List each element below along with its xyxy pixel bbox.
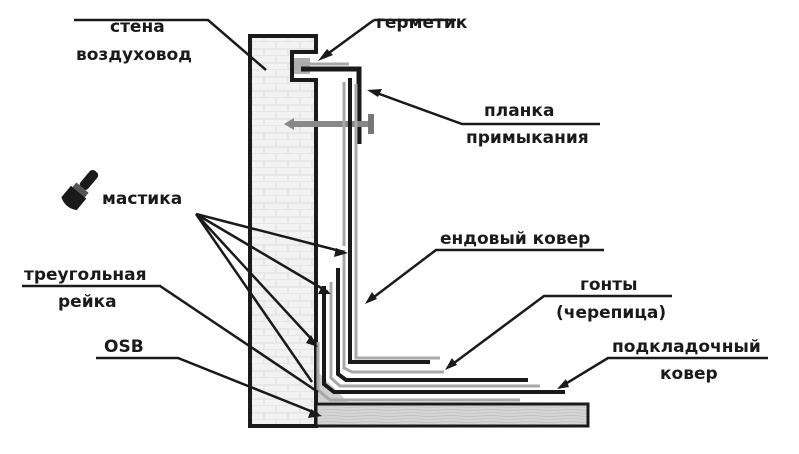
- label-sealant: герметик: [376, 13, 468, 33]
- arrowheads: [306, 49, 569, 418]
- nail: [284, 114, 374, 134]
- arrow-mastic-2: [318, 286, 331, 294]
- leader-strip: [373, 90, 600, 126]
- sealant: [294, 58, 310, 74]
- arrow-mastic-3: [306, 335, 318, 347]
- leader-lines: [22, 18, 768, 416]
- label-underlay-line2: ковер: [660, 364, 718, 384]
- label-wall-line1: стена: [110, 17, 165, 37]
- label-shingles-line1: гонты: [580, 275, 638, 295]
- arrow-sealant: [318, 49, 333, 61]
- label-triangle-line2: рейка: [58, 292, 117, 312]
- leader-osb: [96, 356, 319, 416]
- wall: [248, 34, 318, 428]
- leader-mastic-4: [194, 213, 314, 383]
- arrow-shingles: [445, 358, 457, 370]
- leader-shingles: [449, 294, 672, 368]
- label-strip-line2: примыкания: [466, 128, 589, 148]
- label-underlay-line1: подкладочный: [612, 337, 761, 357]
- label-valley-carpet: ендовый ковер: [440, 229, 591, 249]
- label-osb: OSB: [104, 337, 144, 357]
- membrane-layers: [316, 78, 565, 402]
- leader-mastic-1: [195, 212, 345, 254]
- osb-board: [314, 402, 590, 428]
- flashing-strip: [301, 62, 362, 144]
- arrow-strip: [367, 89, 382, 97]
- leader-mastic-2: [195, 212, 329, 294]
- arrow-valley: [365, 292, 377, 304]
- arrow-osb: [308, 409, 322, 418]
- label-triangle-line1: треугольная: [24, 265, 147, 285]
- leader-wall: [74, 18, 267, 71]
- leader-sealant-diag: [321, 18, 375, 60]
- leader-mastic-3: [195, 213, 317, 345]
- arrow-mastic-1: [334, 248, 348, 257]
- label-wall-line2: воздуховод: [76, 45, 192, 65]
- label-shingles-line2: (черепица): [556, 303, 667, 323]
- leader-underlay: [561, 356, 768, 388]
- arrow-underlay: [557, 379, 569, 389]
- leader-valley: [369, 248, 604, 301]
- leader-triangle: [22, 284, 319, 394]
- paint-brush-icon: [61, 169, 99, 211]
- label-mastic: мастика: [102, 189, 183, 209]
- label-strip-line1: планка: [484, 101, 555, 121]
